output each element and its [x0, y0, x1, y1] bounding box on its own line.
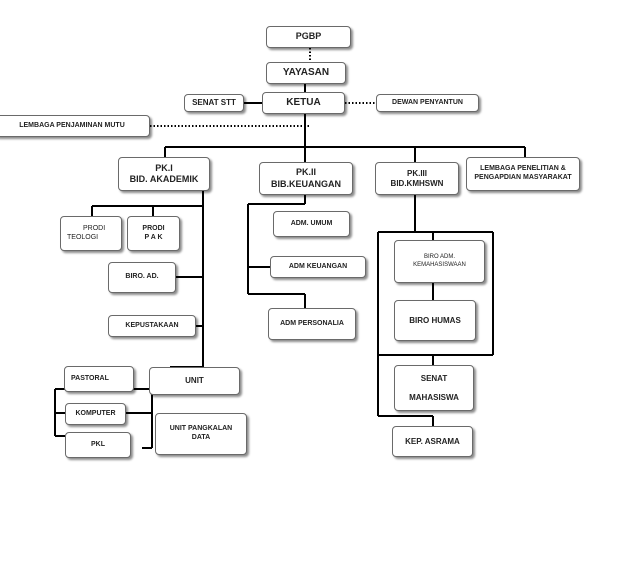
yayasan-box: YAYASAN [266, 62, 346, 84]
komputer-label: KOMPUTER [75, 409, 116, 417]
prodi-pak-box: PRODI P A K [127, 216, 180, 251]
biro-ad-label: BIRO. AD. [125, 273, 159, 281]
senat-stt-label: SENAT STT [192, 98, 236, 107]
pk1-line2: BID. AKADEMIK [129, 174, 199, 184]
pkl-label: PKL [91, 440, 105, 448]
biro-humas-label: BIRO HUMAS [409, 315, 461, 325]
unit-pangkalan-data-line2: DATA [191, 434, 211, 441]
yayasan-label: YAYASAN [282, 66, 330, 78]
pastoral-label: PASTORAL [71, 374, 109, 382]
adm-umum-box: ADM. UMUM [273, 211, 350, 237]
pk1-line1: PK.I [155, 162, 173, 173]
pgbp-label: PGBP [295, 31, 322, 42]
lembaga-penelitian-line2: PENGAPDIAN MASYARAKAT [474, 174, 572, 181]
lembaga-penjaminan-mutu-box: LEMBAGA PENJAMINAN MUTU [0, 115, 150, 137]
senat-mahasiswa-line2: MAHASISWA [409, 392, 459, 402]
prodi-teologi-line2: TEOLOGI [67, 233, 99, 241]
kepustakaan-label: KEPUSTAKAAN [125, 321, 179, 329]
adm-keuangan-box: ADM KEUANGAN [270, 256, 366, 278]
pk1-box: PK.I BID. AKADEMIK [118, 157, 210, 191]
adm-personalia-label: ADM PERSONALIA [280, 319, 344, 327]
prodi-teologi-box: PRODI TEOLOGI [60, 216, 122, 251]
pgbp-box: PGBP [266, 26, 351, 48]
ketua-box: KETUA [262, 92, 345, 114]
lembaga-penjaminan-mutu-label: LEMBAGA PENJAMINAN MUTU [19, 121, 125, 129]
adm-umum-label: ADM. UMUM [290, 219, 333, 227]
pk3-box: PK.III BID.KMHSWN [375, 162, 459, 195]
unit-pangkalan-data-line1: UNIT PANGKALAN [169, 425, 233, 433]
unit-label: UNIT [185, 376, 204, 385]
prodi-pak-line2: P A K [144, 233, 163, 241]
pk2-box: PK.II BIB.KEUANGAN [259, 162, 353, 195]
unit-box: UNIT [149, 367, 240, 395]
senat-mahasiswa-box: SENAT MAHASISWA [394, 365, 474, 411]
prodi-pak-line1: PRODI [142, 224, 165, 232]
dewan-penyantun-box: DEWAN PENYANTUN [376, 94, 479, 112]
pkl-box: PKL [65, 432, 131, 458]
dewan-penyantun-label: DEWAN PENYANTUN [392, 98, 463, 106]
adm-keuangan-label: ADM KEUANGAN [288, 262, 348, 270]
ketua-label: KETUA [286, 96, 321, 108]
kep-asrama-label: KEP. ASRAMA [405, 436, 460, 446]
biro-adm-kemahasiswaan-line2: KEMAHASISWAAN [413, 261, 466, 268]
pk3-line1: PK.III [406, 168, 427, 178]
pk2-line1: PK.II [295, 167, 316, 178]
senat-stt-box: SENAT STT [184, 94, 244, 112]
pastoral-box: PASTORAL [64, 366, 134, 392]
biro-adm-kemahasiswaan-box: BIRO ADM. KEMAHASISWAAN [394, 240, 485, 283]
biro-ad-box: BIRO. AD. [108, 262, 176, 293]
unit-pangkalan-data-box: UNIT PANGKALAN DATA [155, 413, 247, 455]
pk3-line2: BID.KMHSWN [390, 178, 444, 188]
kep-asrama-box: KEP. ASRAMA [392, 426, 473, 457]
lembaga-penelitian-line1: LEMBAGA PENELITIAN & [480, 165, 566, 173]
adm-personalia-box: ADM PERSONALIA [268, 308, 356, 340]
kepustakaan-box: KEPUSTAKAAN [108, 315, 196, 337]
pk2-line2: BIB.KEUANGAN [270, 178, 341, 189]
biro-humas-box: BIRO HUMAS [394, 300, 476, 341]
senat-mahasiswa-line1: SENAT [420, 373, 448, 383]
lembaga-penelitian-box: LEMBAGA PENELITIAN & PENGAPDIAN MASYARAK… [466, 157, 580, 191]
komputer-box: KOMPUTER [65, 403, 126, 425]
biro-adm-kemahasiswaan-line1: BIRO ADM. [423, 254, 455, 260]
prodi-teologi-line1: PRODI [83, 224, 106, 232]
